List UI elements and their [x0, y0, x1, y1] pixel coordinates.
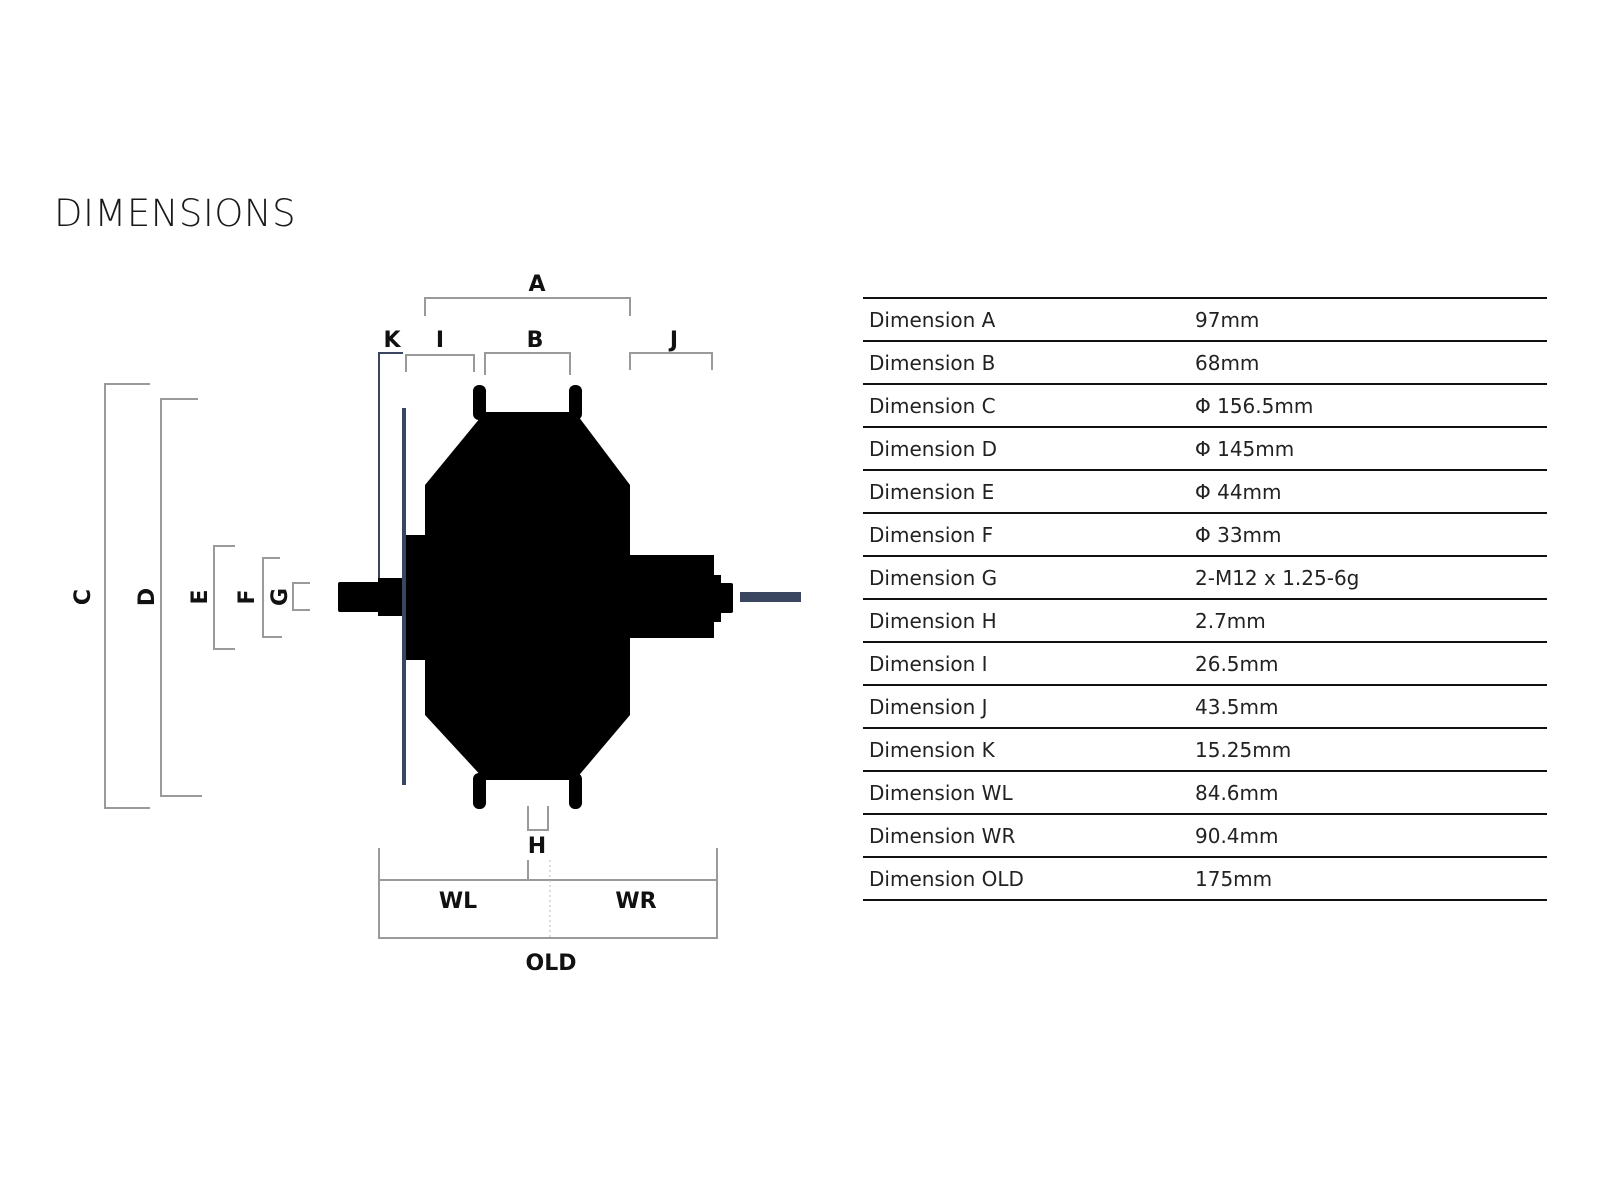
table-row: Dimension E Φ 44mm: [863, 470, 1547, 513]
dimension-value: 2.7mm: [1195, 608, 1266, 633]
label-g: G: [268, 588, 293, 606]
motor-body: [338, 385, 801, 809]
table-row: Dimension A 97mm: [863, 298, 1547, 341]
right-nut: [712, 575, 721, 622]
bracket-g: [292, 582, 310, 611]
label-d: D: [135, 588, 160, 606]
left-hub: [403, 535, 427, 660]
dimension-value: 97mm: [1195, 307, 1260, 332]
label-wr: WR: [615, 889, 656, 914]
bracket-j: [629, 352, 713, 370]
right-axle: [719, 583, 733, 613]
label-h: H: [528, 834, 546, 859]
bracket-h: [527, 806, 549, 831]
bracket-c: [104, 383, 150, 809]
dimension-label: Dimension D: [869, 436, 998, 461]
right-hub: [628, 555, 714, 638]
dimension-label: Dimension E: [869, 479, 995, 504]
table-row: Dimension WR 90.4mm: [863, 814, 1547, 857]
dimension-label: Dimension I: [869, 651, 988, 676]
top-right-flange: [569, 385, 582, 420]
left-axle: [338, 582, 380, 612]
dimension-label: Dimension F: [869, 522, 994, 547]
bracket-d: [160, 398, 202, 797]
label-a: A: [528, 272, 545, 297]
axle-cable: [740, 592, 801, 602]
dimension-label: Dimension H: [869, 608, 997, 633]
dimension-label: Dimension WL: [869, 780, 1013, 805]
dimension-label: Dimension WR: [869, 823, 1016, 848]
dimension-label: Dimension C: [869, 393, 996, 418]
bracket-old: [378, 848, 718, 939]
table-row: Dimension J 43.5mm: [863, 685, 1547, 728]
table-row: Dimension G 2-M12 x 1.25-6g: [863, 556, 1547, 599]
label-c: C: [71, 589, 96, 605]
dimension-value: 26.5mm: [1195, 651, 1279, 676]
dimension-label: Dimension A: [869, 307, 996, 332]
bracket-i: [405, 354, 475, 372]
bracket-b: [484, 352, 571, 375]
label-k: K: [383, 328, 401, 353]
dimension-value: Φ 44mm: [1195, 479, 1282, 504]
dimension-value: 2-M12 x 1.25-6g: [1195, 565, 1360, 590]
dimension-value: 84.6mm: [1195, 780, 1279, 805]
dimension-label: Dimension B: [869, 350, 996, 375]
label-f: F: [235, 589, 260, 604]
dimension-value: 90.4mm: [1195, 823, 1279, 848]
dimension-label: Dimension K: [869, 737, 995, 762]
dimension-label: Dimension J: [869, 694, 988, 719]
bracket-k: [378, 352, 403, 578]
bracket-a: [424, 297, 631, 316]
bracket-e: [213, 545, 235, 650]
dimension-value: Φ 145mm: [1195, 436, 1295, 461]
table-row: Dimension H 2.7mm: [863, 599, 1547, 642]
dimension-value: 15.25mm: [1195, 737, 1292, 762]
label-i: I: [436, 328, 444, 353]
table-row: Dimension D Φ 145mm: [863, 427, 1547, 470]
dimension-value: 68mm: [1195, 350, 1260, 375]
bottom-right-flange: [569, 773, 582, 809]
dimension-value: Φ 156.5mm: [1195, 393, 1314, 418]
page-title: DIMENSIONS: [54, 192, 297, 235]
label-wl: WL: [439, 889, 477, 914]
label-e: E: [188, 589, 213, 604]
table-row: Dimension OLD 175mm: [863, 857, 1547, 900]
table-row: Dimension WL 84.6mm: [863, 771, 1547, 814]
top-left-flange: [473, 385, 486, 420]
dimension-value: 175mm: [1195, 866, 1273, 891]
table-row: Dimension F Φ 33mm: [863, 513, 1547, 556]
label-b: B: [527, 328, 544, 353]
hub-motor-dimension-diagram: A K I B J C D E F G H WL WR OLD: [71, 272, 801, 976]
table-row: Dimension C Φ 156.5mm: [863, 384, 1547, 427]
table-row: Dimension I 26.5mm: [863, 642, 1547, 685]
label-old: OLD: [526, 951, 577, 976]
dimension-label: Dimension G: [869, 565, 998, 590]
table-row: Dimension B 68mm: [863, 341, 1547, 384]
table-row: Dimension K 15.25mm: [863, 728, 1547, 771]
label-j: J: [668, 328, 678, 353]
dimension-value: Φ 33mm: [1195, 522, 1282, 547]
dimension-label: Dimension OLD: [869, 866, 1024, 891]
dimension-value: 43.5mm: [1195, 694, 1279, 719]
left-nut: [378, 578, 405, 616]
bracket-f: [262, 557, 282, 638]
bottom-left-flange: [473, 773, 486, 809]
